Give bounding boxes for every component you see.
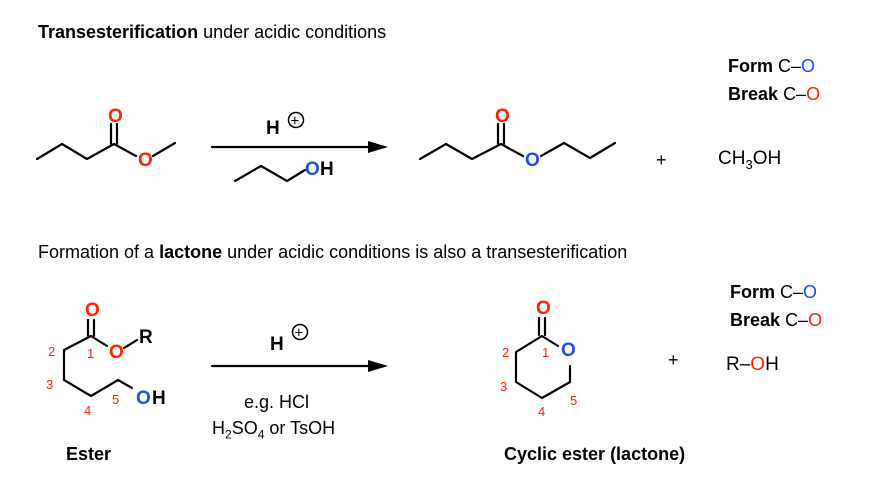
reagent1-h: H: [266, 118, 280, 139]
section2-title-bold: lactone: [159, 242, 223, 262]
conditions-eg: e.g. HCl: [244, 392, 310, 412]
section2-plus: +: [668, 350, 679, 370]
alcohol-r: R–: [726, 354, 751, 375]
lactone-number-4: 4: [538, 404, 545, 419]
ester-number-3: 3: [46, 377, 53, 392]
section2-title-rest: under acidic conditions is also a transe…: [222, 242, 628, 262]
acid-so-sub: 4: [257, 427, 265, 442]
propyl-butanoate-skeleton: [418, 122, 617, 161]
methanol-ch: CH: [718, 148, 746, 169]
ester-number-1: 1: [87, 346, 94, 361]
reaction-arrow-2: [210, 360, 388, 372]
lactone-carbonyl-o: O: [536, 298, 551, 319]
ester2-single-o: O: [109, 342, 124, 363]
lactone-label: Cyclic ester (lactone): [504, 444, 686, 464]
ester-number-4: 4: [84, 403, 91, 418]
acid-h-sub: 2: [225, 427, 232, 442]
propanol-o: O: [305, 159, 320, 180]
section1-form-line: Form C–O: [728, 56, 815, 77]
product1-single-o: O: [525, 150, 540, 171]
form-label: Form: [728, 56, 773, 76]
ester2-r: R: [139, 327, 153, 348]
lactone-number-5: 5: [570, 393, 577, 408]
ester-number-2: 2: [48, 344, 55, 359]
reagent1-plus: +: [291, 113, 300, 130]
section1-title-rest: under acidic conditions: [198, 22, 387, 42]
break-oxygen: O: [806, 84, 821, 104]
ester-number-5: 5: [112, 392, 119, 407]
form-bond: C–: [778, 56, 802, 76]
break-oxygen-2: O: [808, 310, 823, 330]
break-bond: C–: [783, 84, 807, 104]
form-oxygen: O: [801, 56, 816, 76]
reaction-arrow-1: [210, 141, 388, 153]
form-oxygen-2: O: [803, 282, 818, 302]
methanol-sub: 3: [745, 156, 753, 172]
lactone-ring-o: O: [561, 340, 576, 361]
section1-title-bold: Transesterification: [38, 22, 199, 42]
form-label-2: Form: [730, 282, 775, 302]
propanol-skeleton: [233, 164, 307, 183]
section1-title: Transesterification under acidic conditi…: [38, 22, 386, 43]
reagent2-h: H: [270, 334, 284, 355]
section2-byproduct-alcohol: R–OH: [726, 354, 779, 376]
reagent2-plus: +: [295, 325, 304, 342]
conditions-acids: H2SO4 or TsOH: [212, 418, 335, 442]
ester2-hydroxyl-h: H: [152, 388, 166, 409]
lactone-number-3: 3: [500, 379, 507, 394]
alcohol-o: O: [750, 354, 766, 375]
methyl-butanoate-skeleton: [35, 122, 177, 161]
break-label: Break: [728, 84, 779, 104]
ester2-hydroxyl-o: O: [136, 388, 151, 409]
reagent2-plus-circle: [291, 323, 309, 341]
section2-title: Formation of a lactone under acidic cond…: [38, 242, 627, 263]
break-label-2: Break: [730, 310, 781, 330]
product1-carbonyl-o: O: [495, 106, 510, 127]
acid-h: H: [212, 418, 225, 438]
acid-so: SO: [231, 418, 258, 438]
ester-label: Ester: [66, 444, 112, 464]
alcohol-h: H: [765, 354, 779, 375]
reagent1-plus-circle: [287, 111, 305, 129]
lactone-number-1: 1: [542, 345, 549, 360]
lactone-number-2: 2: [502, 345, 509, 360]
ester1-carbonyl-o: O: [108, 106, 123, 127]
section2-title-pre: Formation of a: [38, 242, 160, 262]
ester1-single-o: O: [138, 150, 153, 171]
propanol-h: H: [320, 159, 334, 180]
section2-break-line: Break C–O: [730, 310, 822, 331]
lactone-ring-skeleton: [514, 316, 572, 400]
ester2-carbonyl-o: O: [85, 300, 100, 321]
section1-plus: +: [656, 150, 667, 170]
section1-byproduct-methanol: CH3OH: [718, 148, 781, 172]
section1-break-line: Break C–O: [728, 84, 820, 105]
acid-tail: or TsOH: [264, 418, 336, 438]
hydroxy-ester-skeleton: [62, 318, 139, 398]
form-bond-2: C–: [780, 282, 804, 302]
section2-form-line: Form C–O: [730, 282, 817, 303]
break-bond-2: C–: [785, 310, 809, 330]
methanol-oh: OH: [752, 148, 782, 169]
